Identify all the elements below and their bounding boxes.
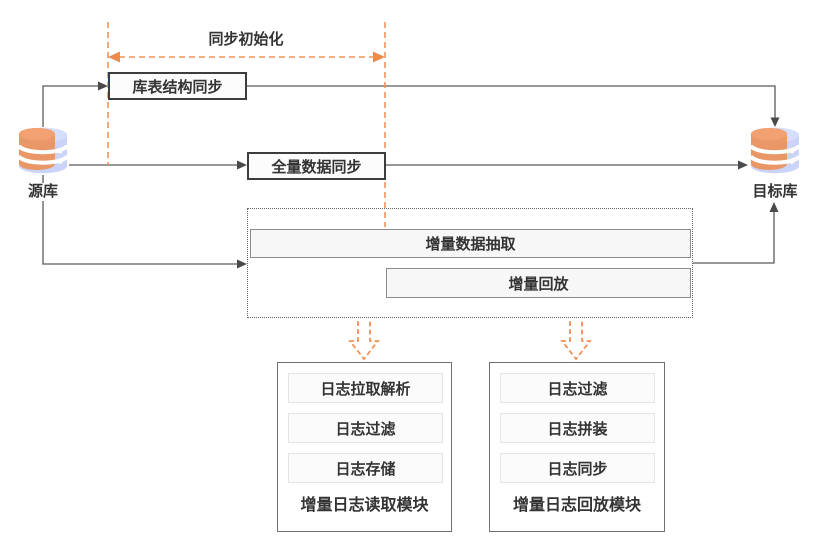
module-read-label: 增量日志读取模块 <box>300 497 429 514</box>
module-link-arrows <box>348 321 592 361</box>
arrowhead-right-icon <box>373 51 385 63</box>
gray-arrowheads <box>98 81 780 269</box>
incremental-scope-box <box>247 208 693 318</box>
module-step-box: 日志过滤 <box>500 373 655 403</box>
arrowhead-up-icon <box>769 202 779 212</box>
arrowhead-right-icon <box>98 81 108 91</box>
init-range-arrowheads <box>108 51 385 63</box>
arrowhead-right-icon <box>237 160 247 170</box>
dashed-down-arrow-icon <box>348 321 380 361</box>
dashed-down-arrow-icon <box>560 321 592 361</box>
schema-sync-box: 库表结构同步 <box>108 72 247 100</box>
target-db-icon <box>749 125 801 176</box>
module-step-box: 日志拼装 <box>500 413 655 443</box>
module-incremental-log-replay: 日志过滤 日志拼装 日志同步 增量日志回放模块 <box>489 362 665 532</box>
module-step-box: 日志存储 <box>288 453 443 483</box>
incremental-extract-box: 增量数据抽取 <box>250 229 691 258</box>
gray-connectors <box>42 85 776 265</box>
full-sync-box: 全量数据同步 <box>247 152 386 180</box>
source-db-icon <box>17 125 69 176</box>
arrowhead-right-icon <box>738 160 748 170</box>
target-db-label: 目标库 <box>749 183 801 201</box>
init-phase-label: 同步初始化 <box>208 31 284 48</box>
module-replay-label: 增量日志回放模块 <box>512 497 641 514</box>
arrowhead-down-icon <box>770 117 780 127</box>
module-step-box: 日志拉取解析 <box>288 373 443 403</box>
incremental-replay-box: 增量回放 <box>386 268 691 298</box>
source-db-label: 源库 <box>17 183 69 201</box>
arrowhead-left-icon <box>108 51 120 63</box>
module-step-box: 日志同步 <box>500 453 655 483</box>
module-incremental-log-read: 日志拉取解析 日志过滤 日志存储 增量日志读取模块 <box>277 362 452 532</box>
source-to-incremental-line <box>42 175 238 265</box>
init-phase-guides <box>107 22 386 227</box>
arrowhead-right-icon <box>237 259 247 269</box>
source-to-schema-line <box>42 85 99 127</box>
schema-to-target-line <box>247 85 776 118</box>
module-step-box: 日志过滤 <box>288 413 443 443</box>
incremental-to-target-line <box>693 212 775 264</box>
